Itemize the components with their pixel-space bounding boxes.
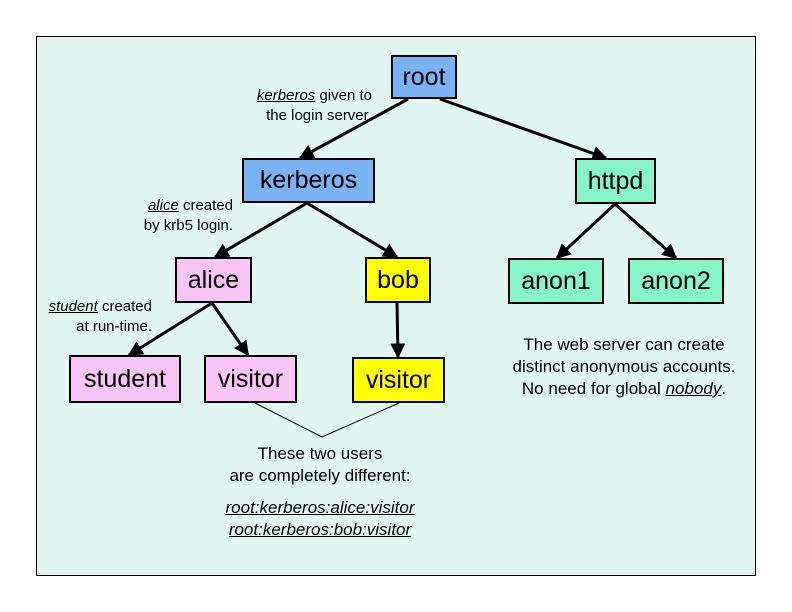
edge-kerberos-bob: [306, 201, 399, 259]
node-anon1: anon1: [508, 258, 604, 304]
note-visitors-line2: are completely different:: [229, 466, 411, 485]
edge-bob-visitor: [390, 302, 406, 359]
note-visitors-path1: root:kerberos:alice:visitor: [225, 498, 415, 517]
note-alice-line1: created: [178, 197, 233, 214]
note-visitors: These two users are completely different…: [170, 443, 470, 541]
edge-kerberos-alice: [213, 201, 308, 259]
note-student-emphasis: student: [48, 298, 98, 315]
node-student: student: [69, 355, 181, 403]
edge-httpd-anon2: [614, 202, 678, 260]
node-kerberos: kerberos: [242, 158, 375, 203]
note-web-nobody: nobody: [665, 379, 722, 398]
node-httpd: httpd: [575, 158, 656, 204]
note-alice-line2: by krb5 login.: [143, 217, 233, 234]
note-web-line1: The web server can create: [523, 335, 725, 354]
note-web-server: The web server can create distinct anony…: [474, 334, 774, 400]
visitor-bracket: [254, 402, 400, 438]
note-student: student created at run-time.: [49, 297, 152, 337]
note-student-line1: created: [97, 298, 152, 315]
edge-alice-visitor: [210, 302, 250, 357]
note-web-line3-start: No need for global: [521, 379, 666, 398]
edge-root-httpd: [439, 97, 608, 161]
node-visitor-bob: visitor: [352, 357, 445, 403]
note-alice-emphasis: alice: [147, 197, 179, 214]
edge-root-kerberos: [298, 97, 409, 160]
note-visitors-path2: root:kerberos:bob:visitor: [228, 520, 412, 539]
note-visitors-line1: These two users: [257, 444, 383, 463]
node-visitor-alice: visitor: [204, 355, 297, 403]
edge-httpd-anon1: [555, 202, 617, 260]
node-anon2: anon2: [628, 258, 724, 304]
note-kerberos-line1: given to: [315, 87, 372, 104]
note-kerberos: kerberos given to the login server.: [257, 86, 372, 126]
edge-alice-student: [127, 301, 213, 357]
note-kerberos-emphasis: kerberos: [256, 87, 316, 104]
node-alice: alice: [175, 257, 252, 303]
note-kerberos-line2: the login server.: [266, 107, 372, 124]
note-web-line2: distinct anonymous accounts.: [512, 357, 736, 376]
note-student-line2: at run-time.: [76, 318, 152, 335]
note-alice: alice created by krb5 login.: [144, 196, 233, 236]
node-root: root: [391, 55, 457, 99]
note-web-line3-end: .: [721, 379, 727, 398]
node-bob: bob: [365, 257, 431, 303]
